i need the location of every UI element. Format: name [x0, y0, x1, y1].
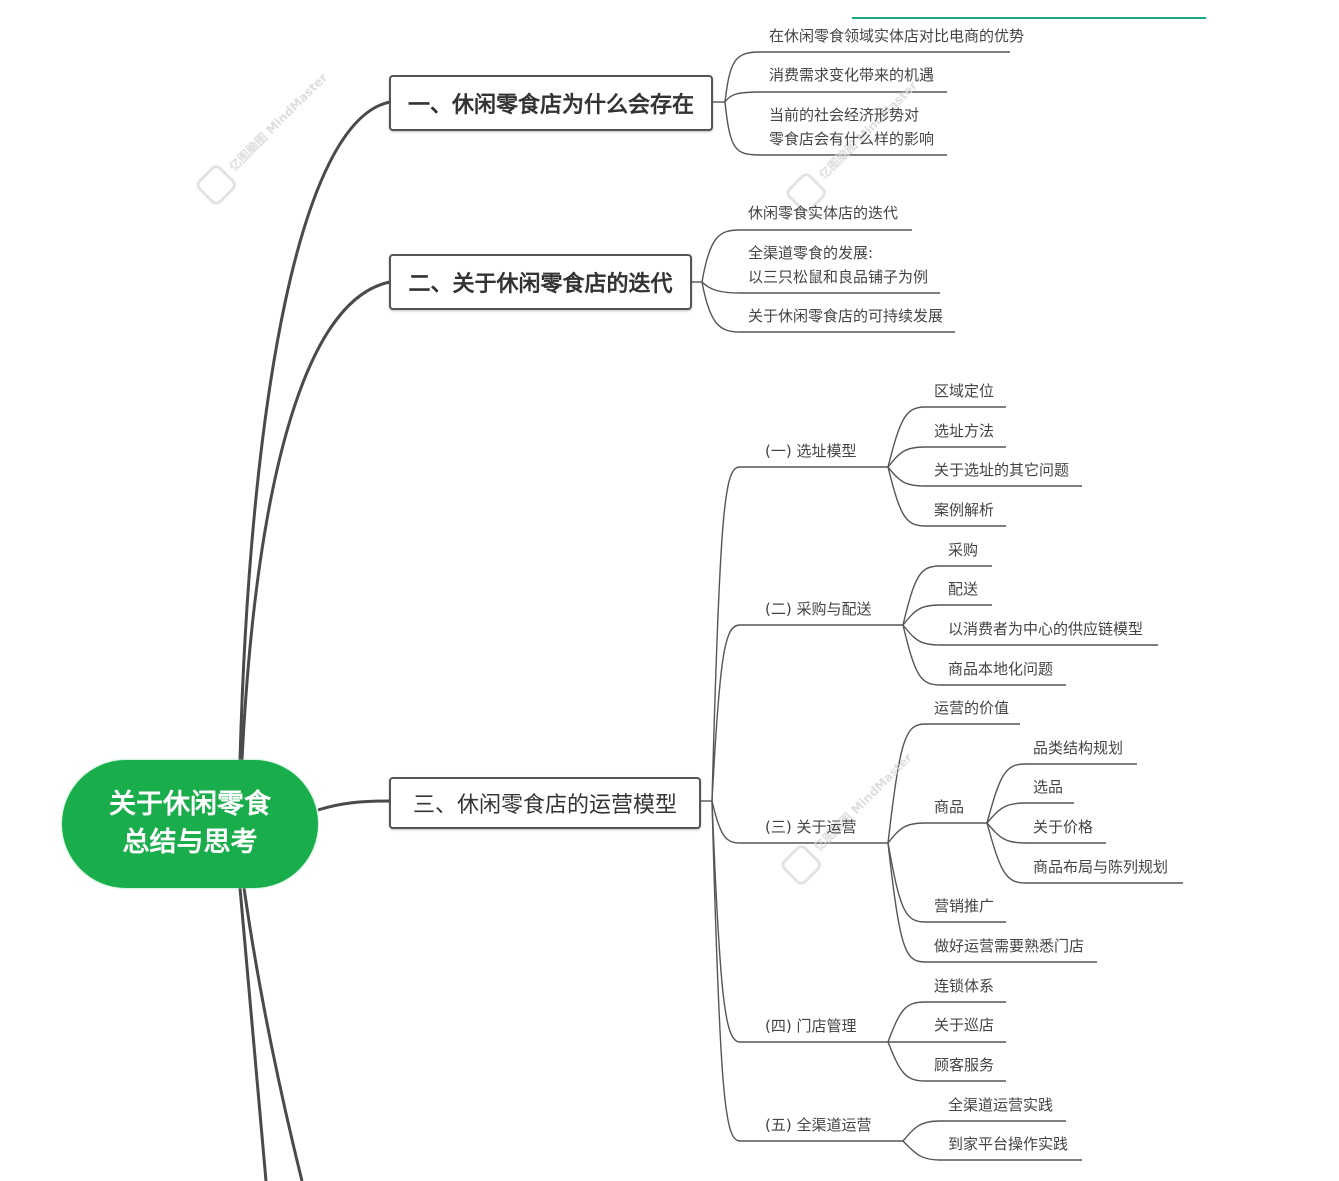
underline-b2-c2: [701, 281, 940, 294]
underline-b3-s3: [711, 800, 888, 844]
underline-b3-s4: [711, 800, 888, 1043]
leaf-topic[interactable]: 连锁体系: [934, 977, 995, 995]
leaf-topic[interactable]: 品类结构规划: [1033, 739, 1124, 757]
leaf-topic[interactable]: 选址方法: [934, 422, 995, 440]
leaf-topic[interactable]: 关于选址的其它问题: [934, 461, 1070, 479]
branch-topic-2-label: 二、关于休闲零食店的迭代: [408, 272, 673, 297]
underline-b1-c1: [724, 51, 1010, 103]
branch-topic-1-label: 一、休闲零食店为什么会存在: [407, 93, 694, 118]
leaf-topic[interactable]: 运营的价值: [934, 699, 1010, 717]
leaf-topic[interactable]: 以消费者为中心的供应链模型: [948, 620, 1144, 638]
leaf-topic-goods[interactable]: 商品: [934, 798, 965, 816]
underline-b1-c2: [724, 91, 947, 103]
leaf-topic[interactable]: 营销推广: [934, 897, 995, 915]
subtopic[interactable]: 在休闲零食领域实体店对比电商的优势: [769, 27, 1025, 45]
underline-b3-s2: [711, 624, 903, 802]
leaf-topic[interactable]: 选品: [1033, 778, 1064, 796]
underline-goods: [887, 822, 987, 844]
subtopic[interactable]: 关于休闲零食店的可持续发展: [748, 307, 944, 325]
subtopic-line-2: 零食店会有什么样的影响: [769, 130, 935, 148]
subtopic-store-management[interactable]: (四) 门店管理: [765, 1017, 857, 1035]
leaf-topic[interactable]: 采购: [948, 541, 979, 559]
subtopic-line-1: 全渠道零食的发展:: [748, 244, 874, 262]
connector-central-branch-1: [238, 100, 391, 761]
leaf-topic[interactable]: 区域定位: [934, 382, 995, 400]
underline-b2-c3: [701, 281, 955, 333]
central-topic-line-1: 关于休闲零食: [109, 789, 271, 820]
leaf-topic[interactable]: 顾客服务: [934, 1056, 995, 1074]
underline-b3-s1: [711, 466, 888, 802]
branch-topic-1[interactable]: 一、休闲零食店为什么会存在: [389, 75, 713, 131]
branch-topic-2[interactable]: 二、关于休闲零食店的迭代: [389, 254, 692, 310]
subtopic-site-model[interactable]: (一) 选址模型: [765, 442, 857, 460]
accent-top-bar: [852, 17, 1206, 19]
leaf-topic[interactable]: 商品布局与陈列规划: [1033, 858, 1169, 876]
leaf-topic[interactable]: 全渠道运营实践: [948, 1096, 1054, 1114]
subtopic[interactable]: 休闲零食实体店的迭代: [748, 204, 899, 222]
subtopic-omnichannel[interactable]: (五) 全渠道运营: [765, 1116, 872, 1134]
branch-topic-3-label: 三、休闲零食店的运营模型: [412, 793, 677, 818]
underline-b1-c3: [724, 101, 947, 156]
subtopic[interactable]: 全渠道零食的发展: 以三只松鼠和良品铺子为例: [748, 241, 928, 289]
subtopic-operations[interactable]: (三) 关于运营: [765, 818, 857, 836]
central-topic-line-2: 总结与思考: [122, 827, 258, 858]
central-topic[interactable]: 关于休闲零食 总结与思考: [62, 760, 318, 888]
subtopic[interactable]: 消费需求变化带来的机遇: [769, 66, 935, 84]
underline-b3-s5: [711, 800, 903, 1142]
underline-b2-c1: [701, 229, 912, 283]
subtopic-line-1: 当前的社会经济形势对: [769, 106, 920, 124]
leaf-topic[interactable]: 关于价格: [1033, 818, 1094, 836]
leaf-topic[interactable]: 案例解析: [934, 501, 995, 519]
connector-central-branch-3: [317, 799, 391, 812]
leaf-topic[interactable]: 做好运营需要熟悉门店: [934, 937, 1085, 955]
connector-central-offscreen-1: [238, 887, 268, 1181]
leaf-topic[interactable]: 到家平台操作实践: [948, 1135, 1069, 1153]
subtopic[interactable]: 当前的社会经济形势对 零食店会有什么样的影响: [769, 103, 934, 151]
connector-central-branch-2: [240, 280, 391, 761]
leaf-topic[interactable]: 商品本地化问题: [948, 660, 1054, 678]
subtopic-purchase-delivery[interactable]: (二) 采购与配送: [765, 600, 872, 618]
subtopic-line-2: 以三只松鼠和良品铺子为例: [748, 268, 929, 286]
leaf-topic[interactable]: 配送: [948, 580, 979, 598]
branch-topic-3[interactable]: 三、休闲零食店的运营模型: [389, 777, 701, 829]
leaf-topic[interactable]: 关于巡店: [934, 1016, 995, 1034]
connector-central-offscreen-2: [242, 887, 304, 1181]
